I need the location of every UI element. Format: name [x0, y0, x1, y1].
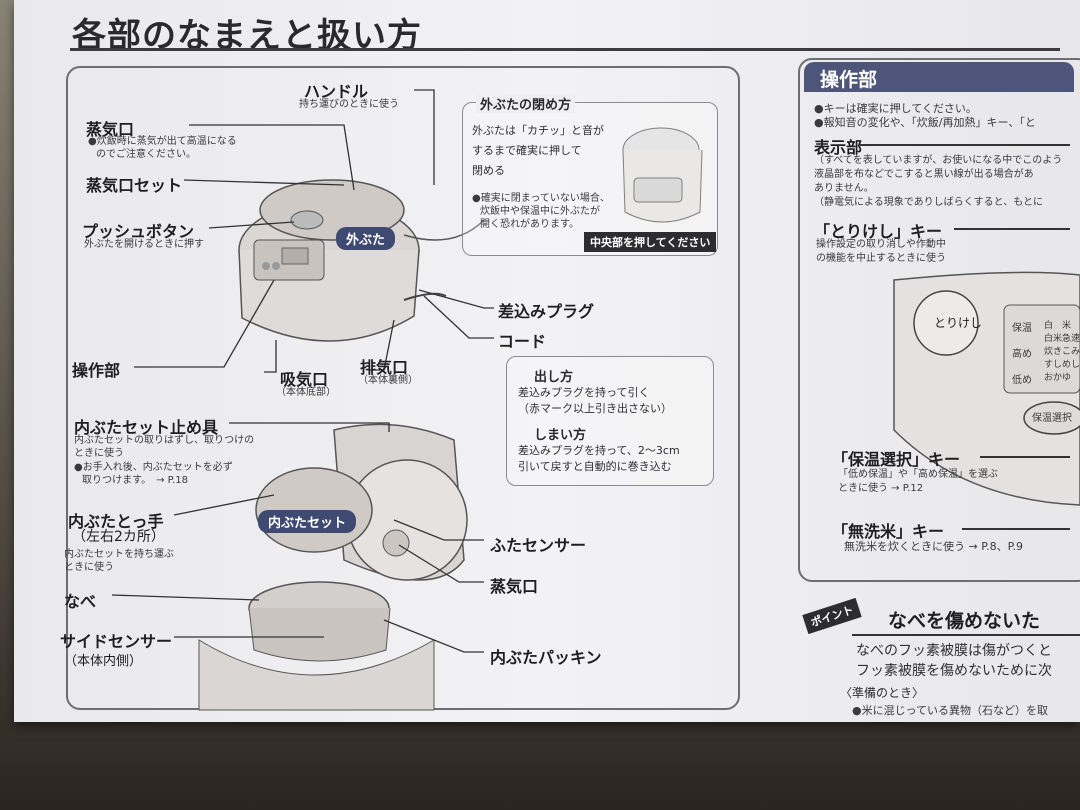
cord-instructions-box [506, 356, 714, 486]
handle-label: ハンドル [304, 82, 369, 101]
closing-note-1: ●確実に閉まっていない場合、 [472, 193, 610, 204]
display-title: 表示部 [814, 138, 863, 157]
right-bullet-1: ●キーは確実に押してください。 [814, 102, 977, 115]
cord-store-title: しまい方 [534, 428, 587, 443]
steam-port-label: 蒸気口 [86, 120, 135, 139]
cancel-key-title: 「とりけし」キー [814, 222, 943, 241]
closing-line-1: 外ぶたは「カチッ」と音が [472, 124, 604, 137]
steam-port-note-1: ●炊飯時に蒸気が出て高温になる [88, 136, 237, 147]
wash-line-1: 無洗米を炊くときに使う → P.8、P.9 [844, 540, 1024, 553]
packing-label: 内ぶたパッキン [490, 648, 602, 667]
inner-lid-stopper-label: 内ぶたセット止め具 [74, 418, 219, 437]
steam-port-set-label: 蒸気口セット [86, 176, 183, 195]
inner-lid-handle-count: （左右2カ所） [72, 529, 165, 545]
inner-lid-set-pill: 内ぶたセット [258, 510, 357, 533]
inner-lid-handle-note-1: 内ぶたセットを持ち運ぶ [64, 549, 174, 560]
prep-heading: 〈準備のとき〉 [840, 686, 925, 700]
title-underline [70, 48, 1060, 51]
inner-lid-handle-note-2: ときに使う [64, 562, 114, 573]
cord-store-1: 差込みプラグを持って、2～3cm [518, 444, 680, 457]
right-bullet-2: ●報知音の変化や、「炊飯/再加熱」キー、「と [814, 116, 1036, 129]
control-panel-illustration [893, 271, 1080, 506]
control-panel-title: 操作部 [820, 69, 878, 91]
control-label: 操作部 [72, 361, 121, 380]
lid-sensor-label: ふたセンサー [490, 536, 587, 555]
cancel-rule [954, 228, 1070, 230]
manual-page: 各部のなまえと扱い方 [14, 0, 1080, 722]
pot-label: なべ [64, 592, 97, 611]
intake-label: 吸気口 [280, 370, 329, 389]
cord-pull-2: （赤マーク以上引き出さない） [518, 402, 672, 415]
keep-rule [980, 456, 1070, 458]
cancel-line-1: 操作設定の取り消しや作動中 [816, 239, 946, 250]
outer-lid-pill: 外ぶた [336, 227, 396, 250]
point-line-1: なべのフッ素被膜は傷がつくと [856, 643, 1052, 659]
wash-key-title: 「無洗米」キー [832, 522, 945, 541]
display-line-3: ありません。 [814, 183, 874, 194]
mini-course-4: すしめし [1044, 360, 1080, 370]
closing-tag: 中央部を押してください [584, 232, 717, 252]
mini-high: 高め [1012, 349, 1032, 360]
side-sensor-label: サイドセンサー [60, 632, 173, 651]
cord-label: コード [498, 332, 547, 351]
inner-lid-handle-label: 内ぶたとっ手 [68, 512, 164, 531]
cancel-line-2: の機能を中止するときに使う [816, 253, 946, 264]
point-rule [852, 634, 1080, 636]
cord-store-2: 引いて戻すと自動的に巻き込む [518, 460, 672, 473]
steam-port-note-2: のでご注意ください。 [96, 149, 196, 160]
display-rule [860, 144, 1070, 146]
point-title: なべを傷めないた [888, 610, 1041, 632]
closing-note-2: 炊飯中や保温中に外ぶたが [480, 206, 600, 217]
control-panel-header: 操作部 [804, 62, 1074, 92]
wash-rule [962, 528, 1070, 530]
handle-note: 持ち運びのときに使う [299, 99, 399, 110]
cord-pull-1: 差込みプラグを持って引く [518, 386, 650, 399]
display-line-1: （すべてを表していますが、お使いになる中でこのよう [814, 155, 1063, 166]
steam-port2-label: 蒸気口 [490, 577, 539, 596]
inner-lid-stopper-note-3: ●お手入れ後、内ぶたセットを必ず [74, 462, 233, 473]
display-line-4: （静電気による現象でありしばらくすると、もとに [814, 197, 1043, 208]
side-sensor-note: （本体内側） [64, 654, 143, 669]
intake-note: （本体底部） [276, 387, 336, 398]
keep-line-2: ときに使う → P.12 [838, 483, 924, 494]
closing-instructions-box [462, 102, 718, 256]
closing-title: 外ぶたの閉め方 [476, 94, 576, 113]
exhaust-label: 排気口 [360, 358, 409, 377]
display-line-2: 液晶部を布などでこすると黒い線が出る場合があ [814, 169, 1034, 180]
inner-lid-stopper-note-1: 内ぶたセットの取りはずし、取りつけの [74, 435, 255, 446]
plug-label: 差込みプラグ [498, 302, 595, 321]
mini-course-2: 白米急速 [1044, 334, 1080, 344]
keep-key-title: 「保温選択」キー [832, 450, 961, 469]
exhaust-note: （本体裏側） [358, 375, 418, 386]
control-panel-frame [798, 58, 1080, 582]
closing-line-2: するまで確実に押して [472, 144, 582, 157]
mini-keep: 保温 [1012, 323, 1032, 334]
closing-line-3: 閉める [472, 164, 505, 177]
mini-course-3: 炊きこみ [1044, 347, 1080, 357]
inner-lid-stopper-note-4: 取りつけます。 → P.18 [82, 475, 189, 486]
leader-lines [111, 89, 494, 653]
mini-low: 低め [1012, 375, 1032, 386]
mini-course-5: おかゆ [1044, 373, 1072, 383]
cord-pull-title: 出し方 [534, 370, 574, 385]
mini-course-1: 白 米 [1044, 321, 1072, 331]
cancel-button: とりけし [934, 316, 983, 330]
mini-keep-select: 保温選択 [1032, 413, 1072, 424]
push-button-note: 外ぶたを開けるときに押す [84, 239, 204, 250]
keep-line-1: 「低め保温」や「高め保温」を選ぶ [838, 469, 998, 480]
point-line-2: フッ素被膜を傷めないために次 [856, 663, 1052, 679]
prep-line-1: ●米に混じっている異物（石など）を取 [852, 704, 1049, 717]
push-button-label: プッシュボタン [82, 222, 195, 241]
inner-lid-stopper-note-2: ときに使う [74, 448, 124, 459]
closing-note-3: 開く恐れがあります。 [480, 219, 579, 230]
